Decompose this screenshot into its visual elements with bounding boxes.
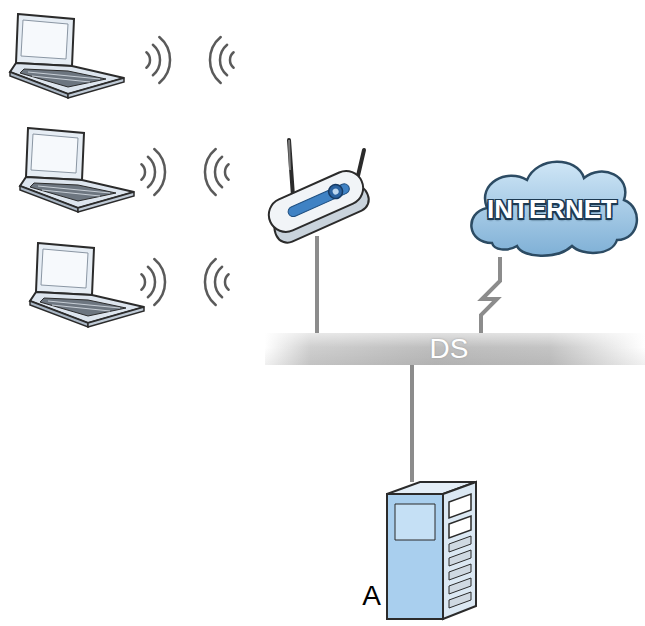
access-point-wire — [315, 236, 319, 333]
server-label: A — [351, 580, 381, 612]
band-label: DS — [404, 333, 494, 365]
drive-slot — [449, 592, 471, 608]
laptop-icon — [30, 243, 144, 327]
wireless-signal — [146, 37, 233, 83]
server-side — [443, 482, 476, 619]
access-point-icon — [263, 140, 372, 246]
drive-slot — [449, 578, 471, 594]
distribution-system-band: DS — [265, 333, 645, 365]
server-outline — [387, 480, 479, 620]
drive-slot — [449, 564, 471, 580]
wireless-signal — [141, 149, 228, 195]
wireless-signal — [141, 259, 228, 305]
laptop-icon — [10, 14, 124, 98]
drive-slot — [449, 550, 471, 566]
server-tower: A — [387, 480, 479, 620]
internet-cloud: INTERNET — [462, 148, 642, 260]
connector-line — [410, 365, 414, 482]
laptop-icon — [20, 128, 134, 212]
drive-bay — [449, 494, 471, 518]
server-panel — [395, 504, 435, 540]
cloud-label: INTERNET — [462, 194, 642, 224]
connector-line — [481, 257, 500, 333]
drive-bay — [449, 516, 471, 538]
server-front — [387, 494, 443, 619]
drive-slot — [449, 536, 471, 552]
